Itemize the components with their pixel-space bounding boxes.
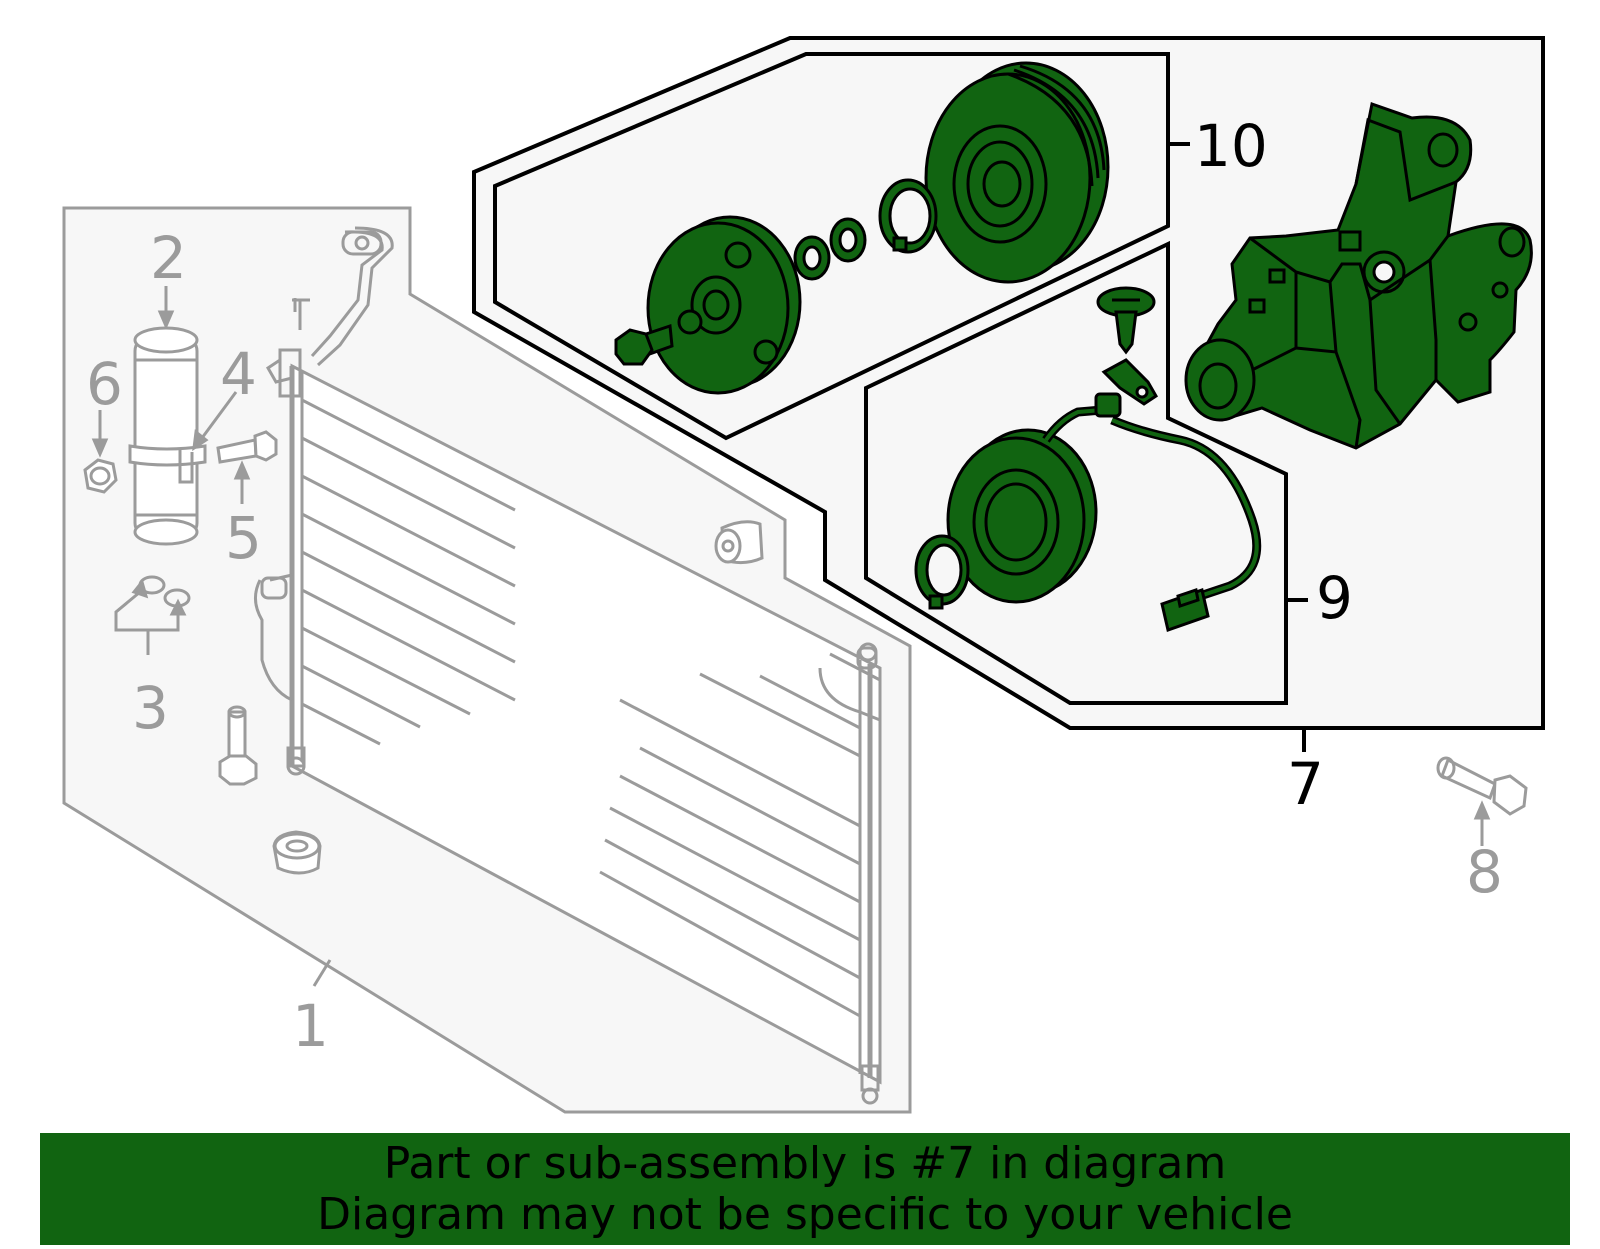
callout-2: 2 <box>150 224 187 292</box>
snap-ring <box>878 178 938 254</box>
armature-plate <box>646 215 802 395</box>
parts-diagram: 1 2 3 4 5 6 7 8 9 10 <box>62 36 1545 1114</box>
callout-5: 5 <box>225 504 262 572</box>
callout-3: 3 <box>132 674 169 742</box>
ground-bracket <box>1101 358 1158 406</box>
drier-bracket <box>128 444 207 484</box>
callout-9: 9 <box>1316 564 1353 632</box>
coil-snap-ring <box>914 534 970 610</box>
banner-line-1: Part or sub-assembly is #7 in diagram <box>383 1138 1227 1189</box>
compressor-assembly-7 <box>472 36 1545 752</box>
clutch-parts <box>614 61 1110 395</box>
black-leaders <box>1168 142 1308 752</box>
pulley <box>924 61 1110 284</box>
callout-7: 7 <box>1287 750 1324 818</box>
field-coil <box>946 428 1098 604</box>
field-coil-parts <box>914 286 1262 632</box>
nut <box>83 458 118 494</box>
callout-6: 6 <box>86 350 123 418</box>
shims <box>793 217 867 281</box>
connector <box>1160 588 1210 632</box>
condenser-core <box>254 226 882 1105</box>
info-banner: Part or sub-assembly is #7 in diagram Di… <box>40 1133 1570 1245</box>
screw <box>1096 286 1156 355</box>
receiver-drier <box>133 326 199 546</box>
grommet <box>272 830 322 875</box>
grey-leaders <box>91 286 1491 987</box>
stud-bolt <box>218 705 258 786</box>
callout-10: 10 <box>1194 112 1268 180</box>
bolt-8 <box>1436 756 1528 816</box>
center-bolt <box>614 323 674 366</box>
callouts: 1 2 3 4 5 6 7 8 9 10 <box>86 112 1503 1060</box>
callout-8: 8 <box>1466 838 1503 906</box>
bolt-5 <box>216 430 278 464</box>
wire-clip <box>1094 392 1122 418</box>
callout-4: 4 <box>220 340 257 408</box>
condenser-group <box>62 206 1528 1114</box>
banner-line-2: Diagram may not be specific to your vehi… <box>317 1189 1293 1240</box>
compressor-body <box>1184 102 1533 450</box>
callout-1: 1 <box>292 992 329 1060</box>
